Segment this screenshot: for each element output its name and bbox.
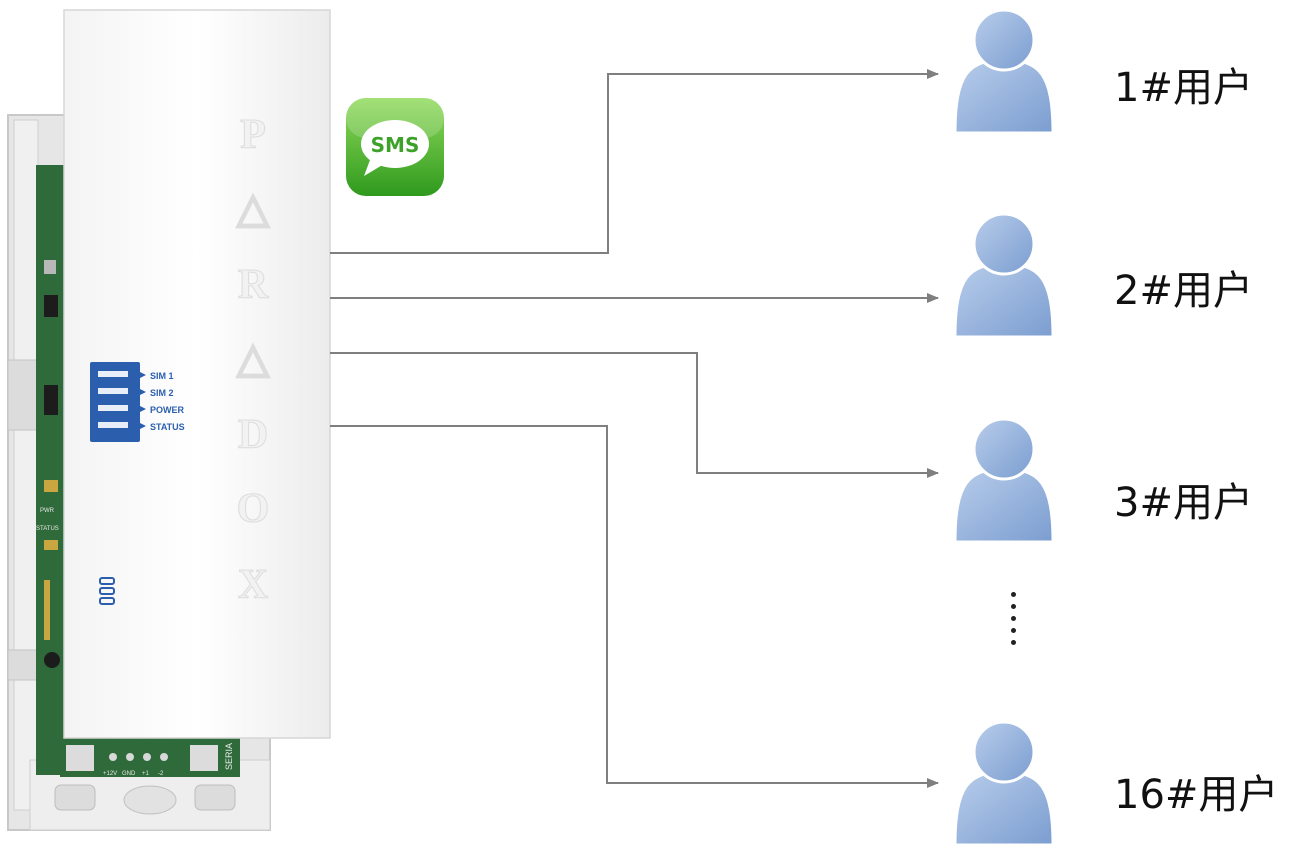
brand-letter: R bbox=[238, 262, 269, 308]
led-label-power: POWER bbox=[150, 405, 185, 415]
arrow-to-user-16 bbox=[330, 425, 939, 788]
led-panel: SIM 1 SIM 2 POWER STATUS bbox=[90, 362, 185, 442]
sms-icon-label: SMS bbox=[371, 133, 420, 157]
brand-letter: △ bbox=[236, 336, 271, 382]
brand-letters: P △ R △ D O X bbox=[235, 112, 271, 609]
led-label-sim2: SIM 2 bbox=[150, 388, 174, 398]
terminal-label-2: GND bbox=[122, 771, 136, 777]
circuit-board: PWR STATUS SERIA +12V GND +1 -2 bbox=[36, 165, 240, 777]
user-label-3: 3#用户 bbox=[1114, 480, 1253, 526]
brand-letter: X bbox=[238, 562, 268, 608]
led-label-status: STATUS bbox=[150, 422, 185, 432]
user-icon bbox=[953, 212, 1055, 339]
brand-letter: O bbox=[237, 486, 270, 532]
terminal-label-1: +12V bbox=[103, 771, 117, 777]
user-label-16: 16#用户 bbox=[1114, 772, 1279, 818]
sms-icon: SMS bbox=[346, 98, 444, 196]
led-label-sim1: SIM 1 bbox=[150, 371, 174, 381]
ellipsis-icon bbox=[1010, 592, 1018, 652]
terminal-label-3: +1 bbox=[142, 771, 150, 777]
pwr-label: PWR bbox=[40, 508, 55, 514]
connector-arrows bbox=[330, 69, 939, 788]
user-icon bbox=[953, 417, 1055, 544]
arrow-to-user-3 bbox=[330, 352, 939, 478]
user-label-2: 2#用户 bbox=[1114, 268, 1253, 314]
serial-label: SERIA bbox=[224, 743, 234, 770]
status-board-label: STATUS bbox=[36, 526, 59, 532]
brand-letter: P bbox=[240, 112, 266, 158]
user-label-1: 1#用户 bbox=[1114, 65, 1253, 111]
brand-letter: △ bbox=[236, 186, 271, 232]
brand-letter: D bbox=[238, 412, 268, 458]
user-icon bbox=[953, 720, 1055, 847]
terminal-label-4: -2 bbox=[158, 771, 164, 777]
status-indicator-icon bbox=[99, 577, 115, 605]
arrow-to-user-1 bbox=[330, 69, 939, 254]
user-icon bbox=[953, 8, 1055, 135]
